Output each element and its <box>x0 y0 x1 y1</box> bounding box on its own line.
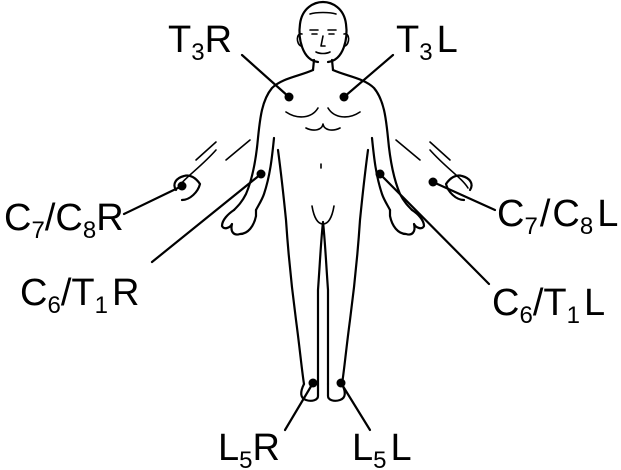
hand-left <box>222 210 256 235</box>
leader-c7c8r <box>124 186 182 214</box>
leader-l5r <box>285 383 313 430</box>
leg-right-outer <box>342 150 368 384</box>
label-t3r: T3R <box>168 19 232 66</box>
leader-t3r <box>242 55 289 97</box>
leader-lines <box>124 55 495 430</box>
leg-inner <box>318 222 328 384</box>
leader-c7c8l <box>433 182 495 210</box>
label-l5r: L5R <box>218 427 280 470</box>
label-c7c8r: C7/C8R <box>4 197 124 244</box>
electrode-points <box>178 93 438 388</box>
leader-c6t1r <box>152 174 261 262</box>
face-features <box>310 13 336 54</box>
leader-l5l <box>341 383 370 430</box>
chest-lines <box>286 108 360 168</box>
leg-left-outer <box>278 150 304 384</box>
arm-hint-left <box>178 140 250 188</box>
